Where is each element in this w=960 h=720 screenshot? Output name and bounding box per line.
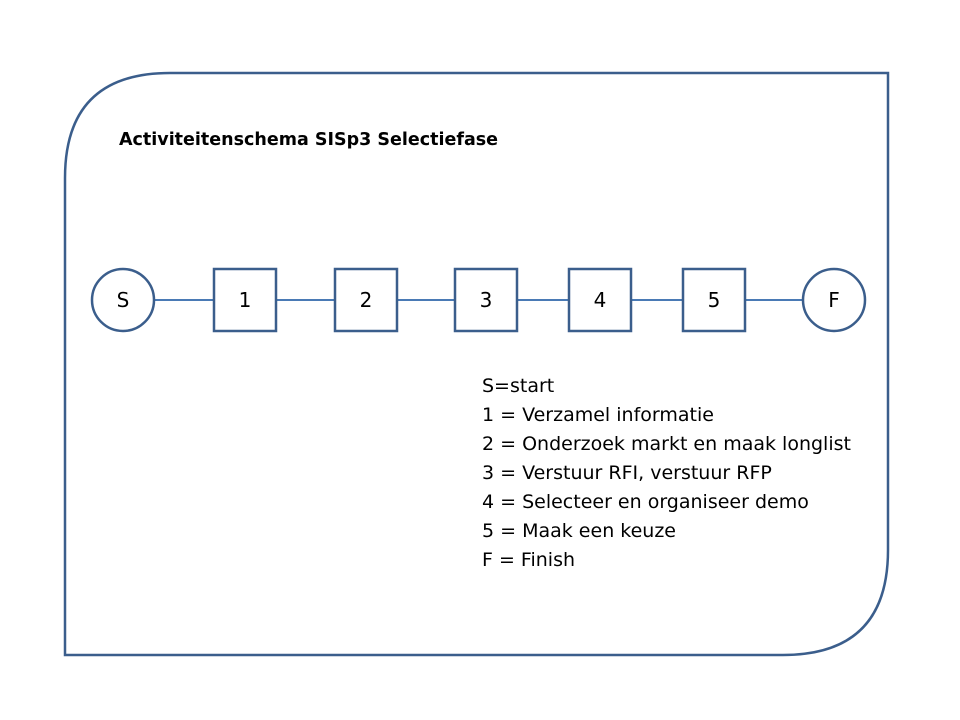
node-square xyxy=(212,267,278,333)
node-f: F xyxy=(801,267,867,333)
legend-item: F = Finish xyxy=(482,549,575,571)
node-1: 1 xyxy=(212,267,278,333)
diagram-title: Activiteitenschema SISp3 Selectiefase xyxy=(119,130,498,150)
nodes: S 1 2 3 4 5 F xyxy=(90,267,867,333)
node-circle xyxy=(801,267,867,333)
node-circle xyxy=(90,267,156,333)
node-s: S xyxy=(90,267,156,333)
node-label: S xyxy=(117,288,130,312)
node-4: 4 xyxy=(567,267,633,333)
legend-item: S=start xyxy=(482,375,554,397)
legend-item: 2 = Onderzoek markt en maak longlist xyxy=(482,433,851,455)
node-label: F xyxy=(828,288,840,312)
node-square xyxy=(681,267,747,333)
node-5: 5 xyxy=(681,267,747,333)
node-label: 5 xyxy=(708,288,721,312)
frame-border xyxy=(63,71,890,657)
node-label: 4 xyxy=(594,288,607,312)
legend-item: 5 = Maak een keuze xyxy=(482,520,676,542)
node-square xyxy=(453,267,519,333)
legend-item: 3 = Verstuur RFI, verstuur RFP xyxy=(482,462,772,484)
legend-item: 4 = Selecteer en organiseer demo xyxy=(482,491,809,513)
node-label: 3 xyxy=(480,288,493,312)
node-label: 1 xyxy=(239,288,252,312)
node-square xyxy=(567,267,633,333)
legend: S=start 1 = Verzamel informatie 2 = Onderz… xyxy=(482,375,851,571)
legend-item: 1 = Verzamel informatie xyxy=(482,404,714,426)
node-square xyxy=(333,267,399,333)
node-3: 3 xyxy=(453,267,519,333)
node-label: 2 xyxy=(360,288,373,312)
node-2: 2 xyxy=(333,267,399,333)
